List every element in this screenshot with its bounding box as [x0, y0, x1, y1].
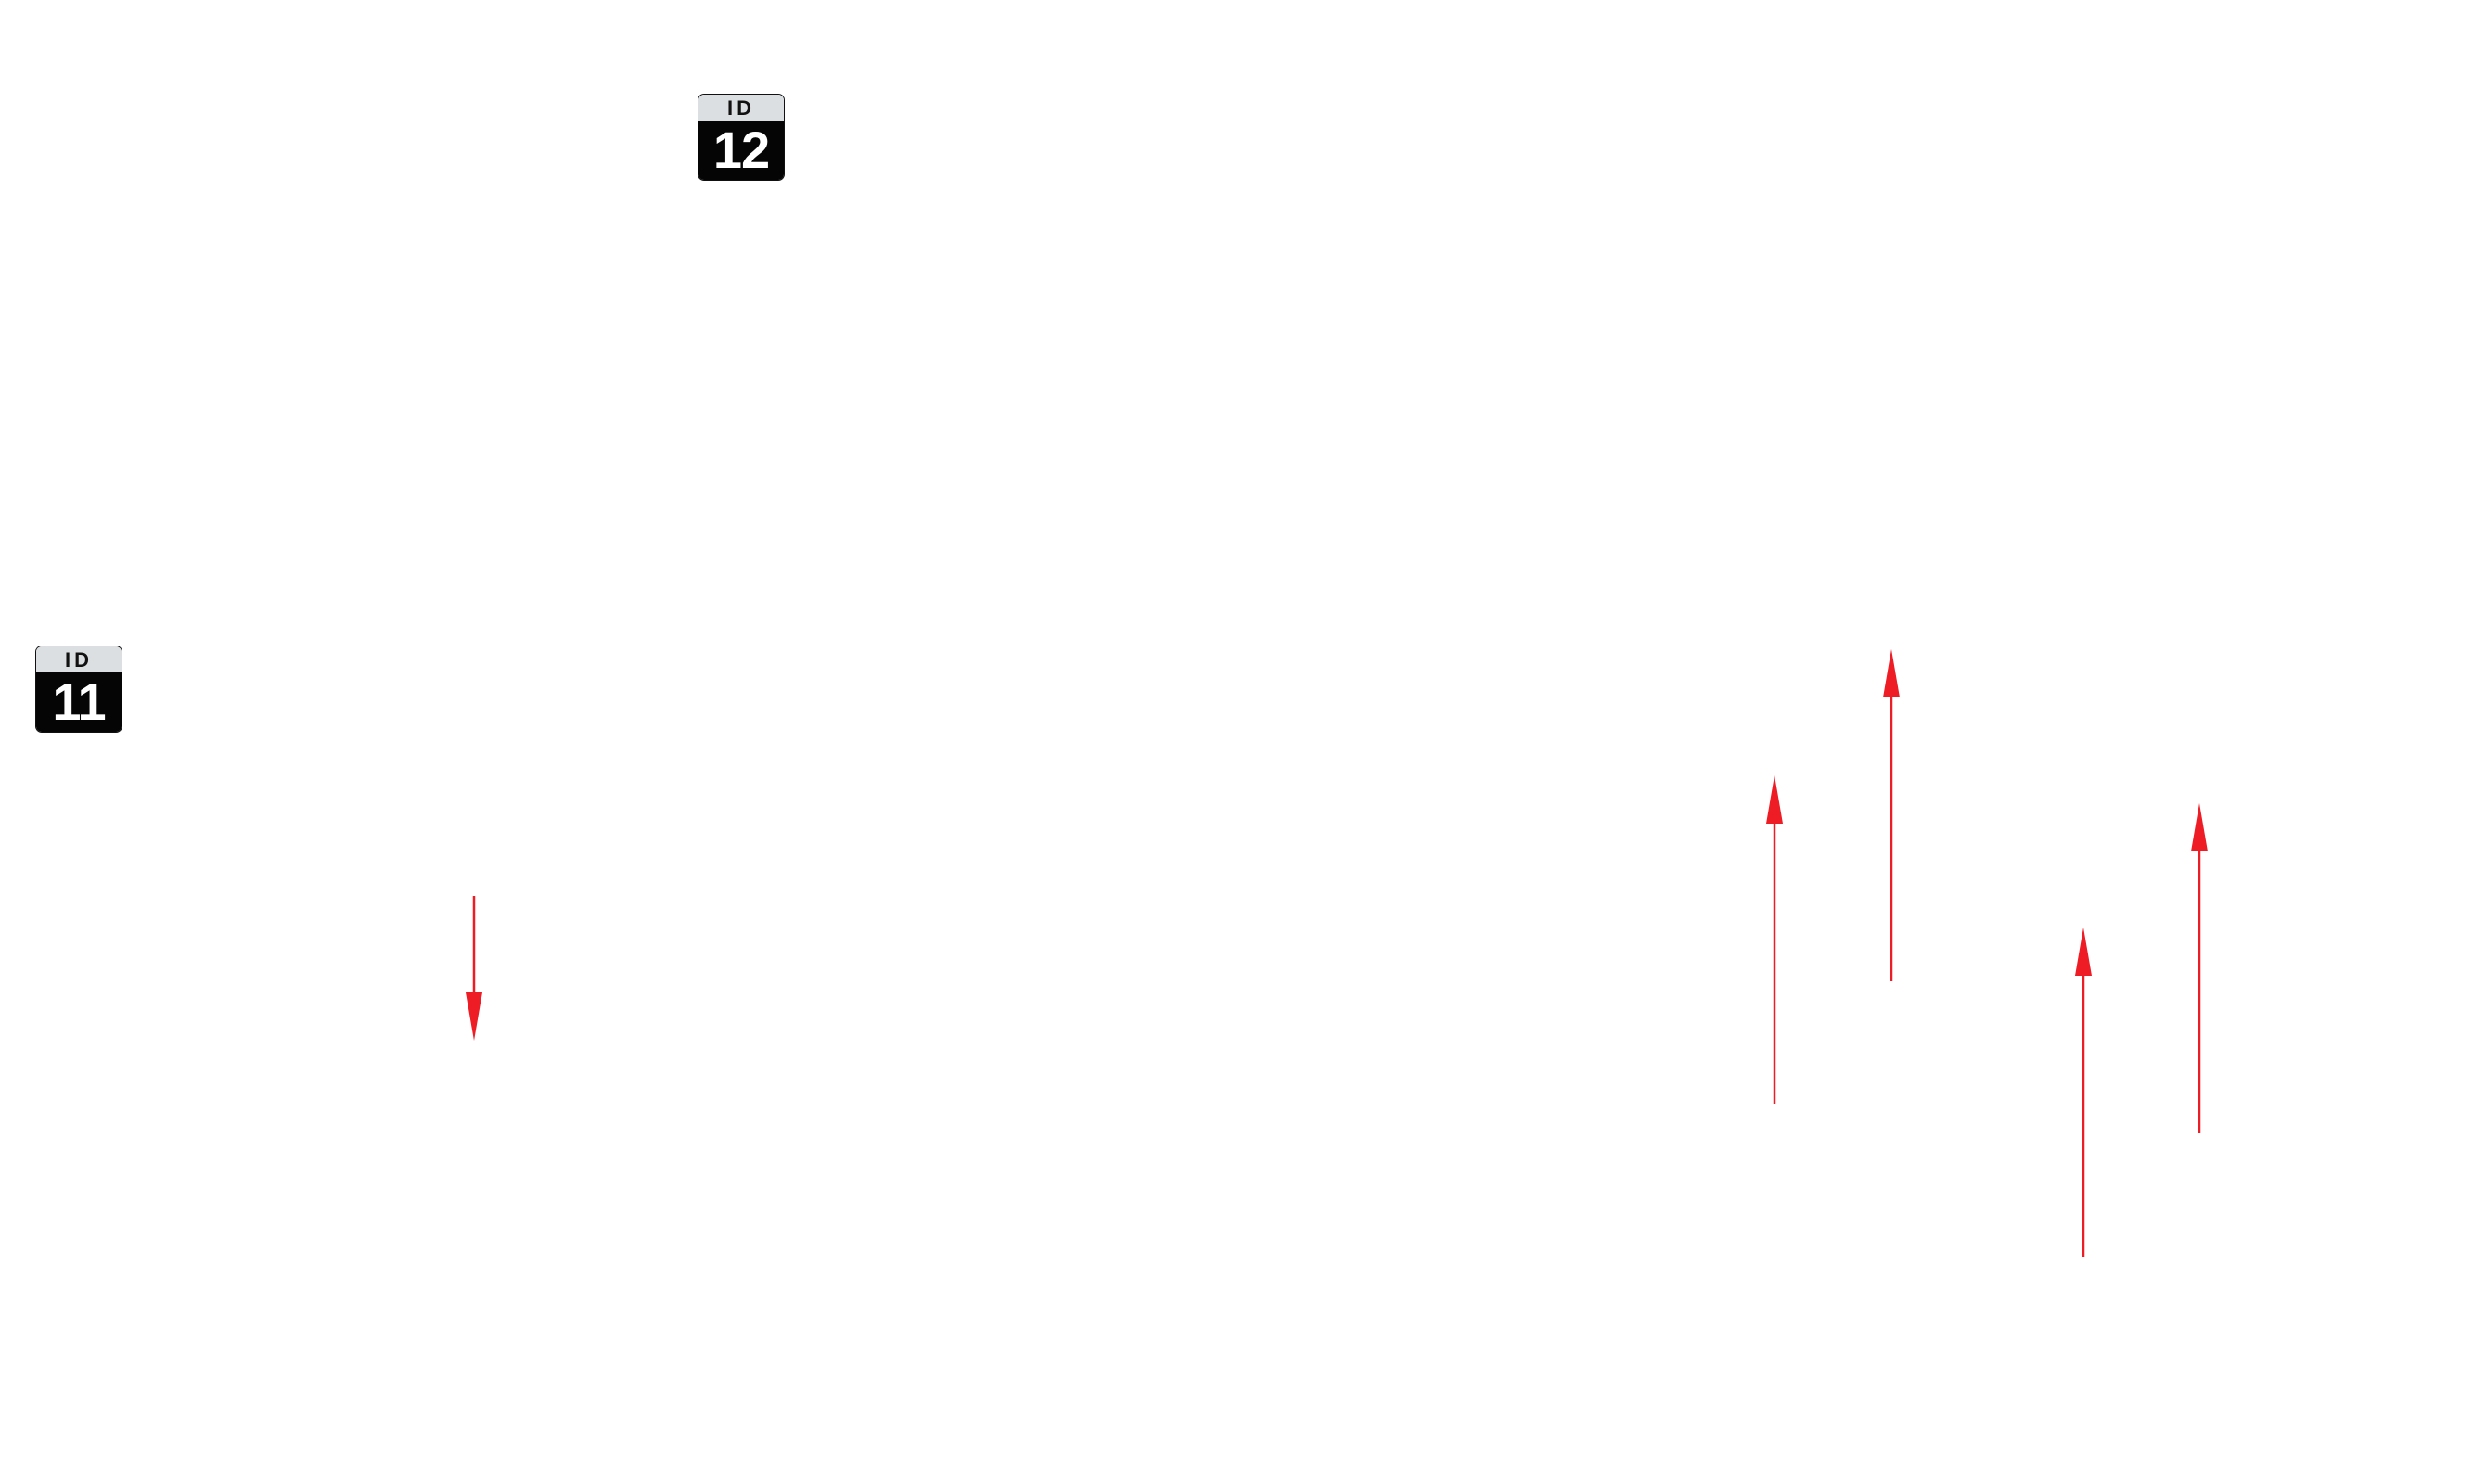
- arrow-up-2: [1766, 775, 1783, 1104]
- badge-caption: ID: [36, 646, 122, 672]
- badge-caption: ID: [698, 95, 784, 121]
- arrow-head: [1766, 775, 1783, 824]
- id-badge-11: ID 11: [36, 646, 122, 732]
- arrow-down-1: [466, 896, 482, 1041]
- arrow-up-3: [1883, 649, 1900, 981]
- badge-number: 11: [36, 672, 122, 732]
- arrow-head: [2075, 928, 2092, 976]
- id-badge-12: ID 12: [698, 95, 784, 180]
- arrow-up-5: [2191, 803, 2208, 1133]
- badge-number: 12: [698, 121, 784, 180]
- arrow-up-4: [2075, 928, 2092, 1257]
- arrow-head: [1883, 649, 1900, 697]
- arrow-head: [2191, 803, 2208, 851]
- arrow-head: [466, 992, 482, 1041]
